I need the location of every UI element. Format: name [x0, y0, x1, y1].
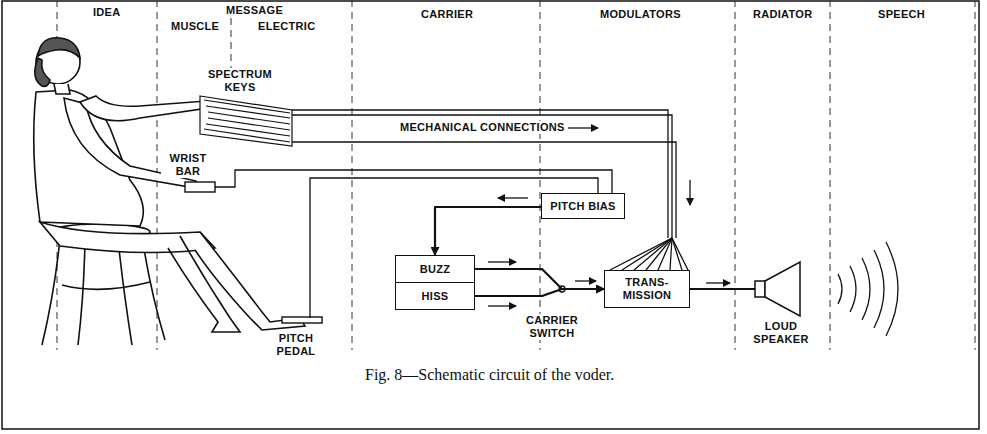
- pitch-pedal: [282, 317, 322, 323]
- signal-line: [475, 269, 604, 289]
- signal-line: [475, 289, 604, 296]
- output-wire: [690, 288, 755, 290]
- wrist-bar: [185, 182, 215, 192]
- column-heading: RADIATOR: [751, 8, 814, 21]
- part-label: WRIST BAR: [161, 152, 215, 178]
- generator-box: BUZZ: [395, 255, 475, 283]
- part-label: LOUD SPEAKER: [747, 320, 815, 346]
- spectrum-keys: [200, 96, 292, 146]
- part-label: CARRIER SWITCH: [517, 314, 587, 340]
- figure-caption: Fig. 8—Schematic circuit of the voder.: [365, 366, 614, 384]
- box-label: PITCH BIAS: [550, 200, 615, 213]
- column-heading: IDEA: [91, 6, 122, 19]
- filter-box: TRANS- MISSION: [604, 270, 690, 308]
- part-label: PITCH PEDAL: [267, 332, 325, 358]
- generator-box: HISS: [395, 282, 475, 310]
- box-label: BUZZ: [420, 263, 451, 276]
- column-heading: CARRIER: [419, 8, 475, 21]
- column-subheading: MUSCLE: [169, 20, 221, 33]
- loudspeaker-symbol: [755, 262, 800, 316]
- column-heading: MODULATORS: [598, 8, 683, 21]
- column-heading: MESSAGE: [224, 4, 285, 17]
- column-dividers: [57, 0, 975, 350]
- frame: [2, 1, 979, 429]
- sound-waves: [838, 242, 898, 336]
- process-box: PITCH BIAS: [541, 193, 625, 219]
- part-label: MECHANICAL CONNECTIONS: [398, 121, 567, 134]
- signal-line: [435, 207, 541, 255]
- box-label: TRANS- MISSION: [612, 276, 682, 302]
- column-subheading: ELECTRIC: [256, 20, 317, 33]
- operator-figure: [34, 38, 305, 332]
- box-label: HISS: [422, 290, 449, 303]
- column-heading: SPEECH: [876, 8, 927, 21]
- part-label: SPECTRUM KEYS: [201, 68, 279, 94]
